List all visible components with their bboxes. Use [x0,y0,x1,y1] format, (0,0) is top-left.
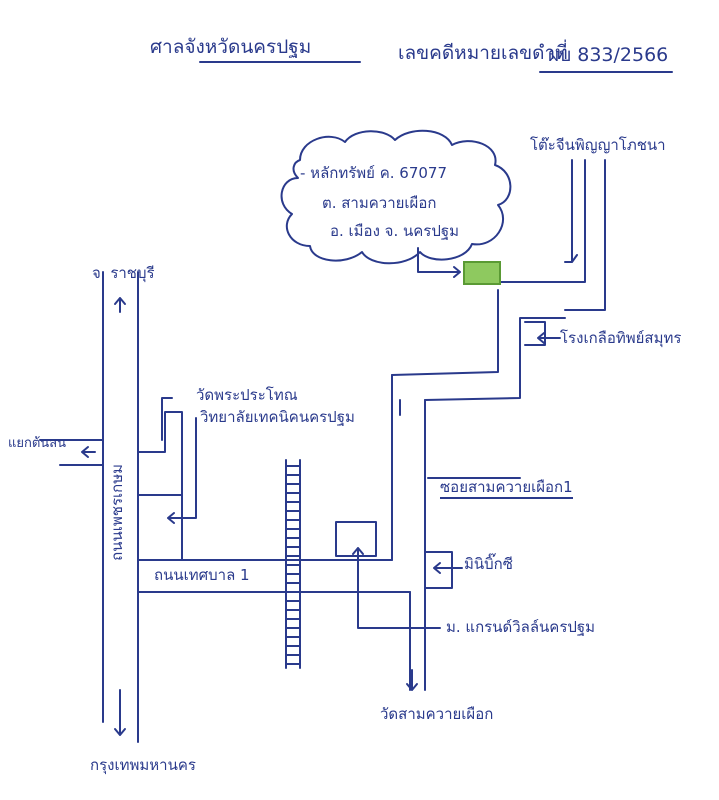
label-phetkasem: ถนนเพชรเกษม [108,464,126,561]
restaurant-pointer [564,159,578,263]
label-wat: วัดพระประโทณ [196,386,298,404]
label-ratchaburi: จ. ราชบุรี [92,264,155,282]
village-pointer [352,547,441,629]
arrow-north [114,297,126,313]
hospital-pointer [537,332,561,344]
arrow-south [114,689,126,736]
address-line3: อ. เมือง จ. นครปฐม [330,222,460,240]
college-block [137,494,183,561]
arrow-side-down [406,669,418,691]
label-college: วิทยาลัยเทคนิคนครปฐม [200,408,355,426]
label-hospital: โรงเกลือทิพย์สมุทร [560,329,682,347]
upper-road-top [391,289,499,376]
court-name: ศาลจังหวัดนครปฐม [150,36,312,58]
wat-pointer [161,397,173,441]
label-market: มินิบิ๊กซี [464,555,513,573]
market-block [424,551,453,589]
right-branch-inner [497,159,586,283]
address-pointer [417,247,461,278]
label-restaurant: โต๊ะจีนพิญญาโภชนา [530,136,666,154]
label-soi: ซอยสามควายเผือก1 [440,480,573,499]
village-block [335,521,377,557]
address-line2: ต. สามควายเผือก [322,194,437,212]
case-number: ผบ 833/2566 [548,44,669,66]
label-road1: ถนนเทศบาล 1 [154,566,250,584]
wat-block [137,411,183,496]
case-label: เลขคดีหมายเลขดำที่ [398,42,568,64]
railway-ties [285,465,301,665]
address-line1: - หลักทรัพย์ ค. 67077 [300,164,448,182]
arrow-west [81,446,96,458]
upper-road-bottom [424,317,566,401]
label-bangkok: กรุงเทพมหานคร [90,756,196,774]
label-village: ม. แกรนด์วิลล์นครปฐม [446,618,596,636]
label-intersection: แยกต้นสน [8,436,67,451]
address-cloud [280,129,512,265]
market-pointer [433,562,463,574]
label-temple: วัดสามควายเผือก [380,705,494,723]
side-road-left-edge [391,374,411,691]
college-pointer [167,417,197,524]
hospital-block [524,321,546,346]
right-branch-outer [564,159,606,311]
property-marker [463,261,501,285]
